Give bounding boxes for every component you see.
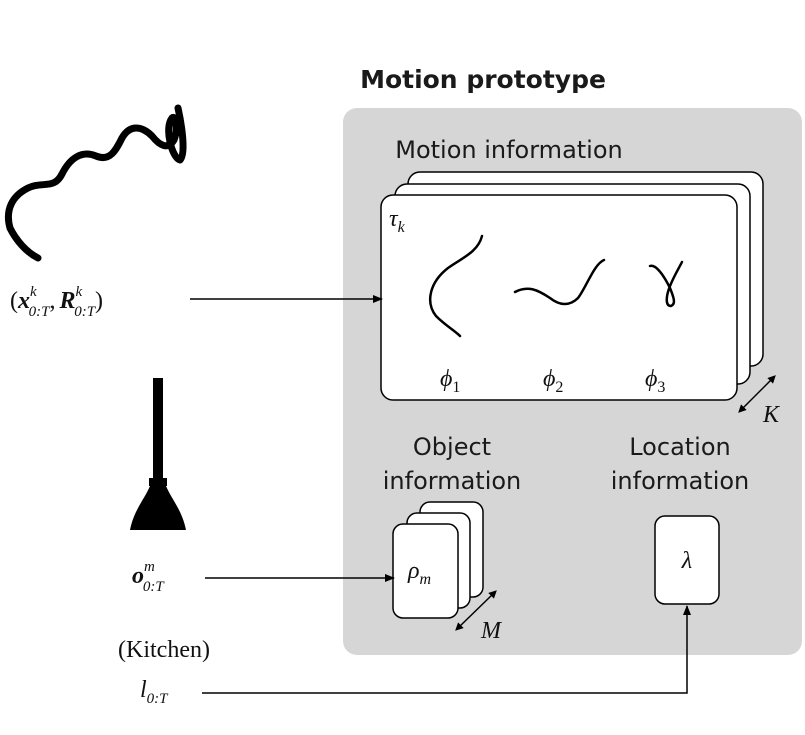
location-place-name: (Kitchen) — [118, 637, 210, 663]
location-information-heading-line2: information — [611, 467, 750, 495]
basis-curve-1-icon — [428, 234, 484, 338]
basis-curve-3-icon — [648, 260, 684, 308]
motion-prototype-symbol: τk — [389, 206, 406, 236]
motion-card-front — [380, 194, 738, 401]
object-card-front — [392, 523, 459, 619]
motion-card-stack — [380, 171, 764, 401]
basis-label-2: ϕ2 — [543, 366, 563, 396]
object-card-stack — [392, 501, 484, 619]
trajectory-curve-tail — [6, 224, 42, 262]
basis-curve-2-icon — [513, 258, 606, 306]
location-input-label: l0:T — [140, 677, 169, 707]
motion-stack-depth-arrow — [738, 375, 776, 413]
object-stack-depth-arrow — [455, 590, 497, 631]
object-information-heading-line2: information — [383, 467, 522, 495]
location-information-heading-line1: Location — [629, 433, 731, 461]
basis-label-1: ϕ1 — [440, 366, 460, 396]
trajectory-curve-icon — [4, 104, 187, 232]
object-prototype-symbol: ρm — [407, 558, 431, 588]
location-prototype-symbol: λ — [681, 548, 692, 574]
location-input-arrow — [202, 605, 691, 694]
object-information-heading-line1: Object — [413, 433, 491, 461]
basis-label-3: ϕ3 — [645, 366, 665, 396]
motion-information-heading: Motion information — [395, 136, 623, 164]
broom-icon — [130, 378, 186, 530]
location-card — [654, 515, 720, 605]
diagram-title: Motion prototype — [360, 65, 606, 94]
motion-stack-count-label: K — [762, 402, 781, 428]
object-stack-count-label: M — [480, 618, 503, 644]
